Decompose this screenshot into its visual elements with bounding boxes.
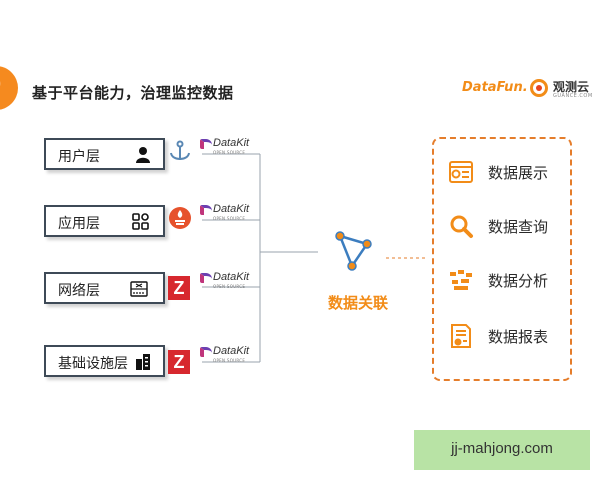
- datakit-logo: DataKit OPEN SOURCE: [200, 345, 270, 365]
- output-item-query: 数据查询: [448, 211, 568, 241]
- outputs-panel: 数据展示 数据查询 数据分析 数据报表: [432, 137, 572, 381]
- search-icon: [450, 215, 473, 238]
- output-label: 数据查询: [488, 218, 549, 236]
- guance-brand-sub: GUANCE.COM: [553, 93, 593, 99]
- layer-label: 用户层: [58, 149, 100, 165]
- guance-brand: 观测云: [553, 80, 590, 94]
- zabbix-icon: Z: [168, 276, 190, 300]
- layer-label: 基础设施层: [58, 356, 128, 372]
- datakit-name: DataKit: [213, 271, 250, 283]
- datakit-sub: OPEN SOURCE: [213, 216, 246, 221]
- datakit-logo: DataKit OPEN SOURCE: [200, 203, 270, 223]
- guance-logo-icon: [530, 79, 548, 97]
- watermark: jj-mahjong.com: [414, 430, 590, 470]
- layer-box-infrastructure: 基础设施层: [44, 345, 165, 377]
- output-label: 数据展示: [488, 164, 549, 182]
- report-icon: [451, 324, 471, 348]
- dashboard-icon: [449, 161, 473, 183]
- network-device-icon: [130, 281, 148, 297]
- datakit-name: DataKit: [213, 137, 250, 149]
- data-association-label: 数据关联: [328, 294, 389, 312]
- datakit-name: DataKit: [213, 345, 250, 357]
- user-icon: [136, 147, 150, 163]
- zabbix-icon: Z: [168, 350, 190, 374]
- datakit-mark-icon: [200, 205, 212, 215]
- datakit-sub: OPEN SOURCE: [213, 284, 246, 289]
- decorative-ring: [0, 66, 18, 110]
- datakit-mark-icon: [200, 139, 212, 149]
- output-item-analysis: 数据分析: [448, 265, 568, 295]
- prometheus-icon: [169, 207, 191, 229]
- output-item-report: 数据报表: [448, 321, 568, 351]
- datakit-mark-icon: [200, 273, 212, 283]
- layer-box-user: 用户层: [44, 138, 165, 170]
- datakit-name: DataKit: [213, 203, 250, 215]
- apps-grid-icon: [132, 213, 149, 230]
- layer-box-network: 网络层: [44, 272, 165, 304]
- output-label: 数据报表: [488, 328, 549, 346]
- layer-label: 网络层: [58, 283, 100, 299]
- server-building-icon: [136, 354, 150, 370]
- datakit-logo: DataKit OPEN SOURCE: [200, 271, 270, 291]
- output-label: 数据分析: [488, 272, 549, 290]
- output-item-display: 数据展示: [448, 157, 568, 187]
- layer-label: 应用层: [58, 216, 100, 232]
- datakit-mark-icon: [200, 347, 212, 357]
- page-title: 基于平台能力，治理监控数据: [32, 84, 234, 102]
- graph-triangle-icon: [335, 231, 372, 271]
- anchor-icon: [170, 140, 190, 160]
- datafun-logo: DataFun.: [462, 80, 528, 95]
- layer-box-application: 应用层: [44, 205, 165, 237]
- datakit-sub: OPEN SOURCE: [213, 150, 246, 155]
- datakit-logo: DataKit OPEN SOURCE: [200, 137, 270, 157]
- analysis-icon: [450, 270, 472, 290]
- datakit-sub: OPEN SOURCE: [213, 358, 246, 363]
- watermark-text: jj-mahjong.com: [451, 440, 553, 457]
